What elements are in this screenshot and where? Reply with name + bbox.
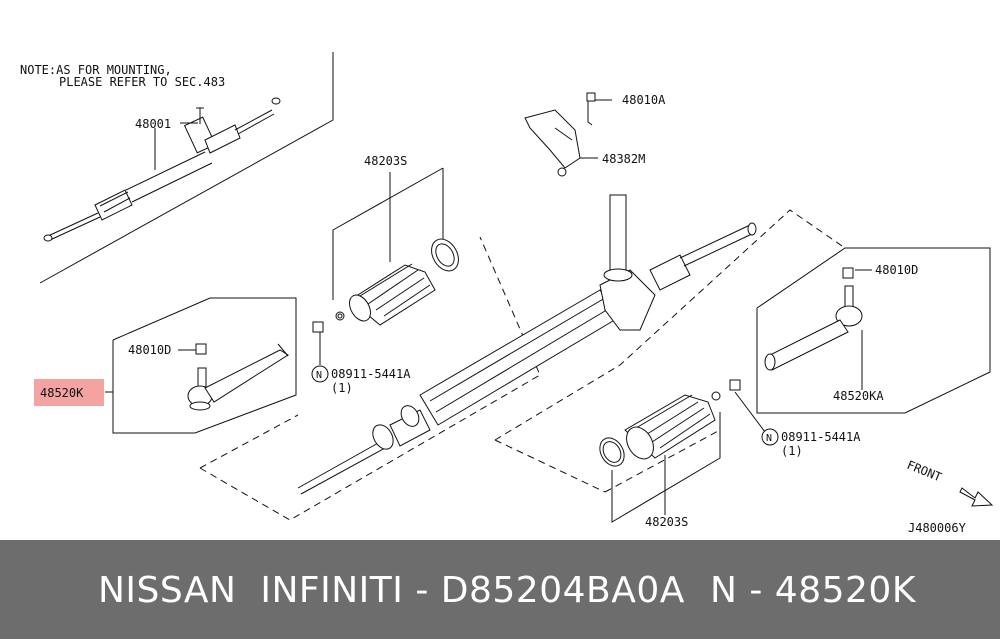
tie-rod-right-panel [756,247,991,414]
parts-diagram: NOTE:AS FOR MOUNTING, PLEASE REFER TO SE… [20,52,994,535]
diagram-code: J480006Y [908,521,967,535]
label-08911-right: 08911-5441A [781,430,861,444]
front-arrow-icon [959,487,994,507]
dashed-frame-bottom [494,209,846,441]
label-48203s-bottom: 48203S [645,515,688,529]
bellows-boot-top [349,238,459,326]
qty-left: (1) [331,381,353,395]
steering-rack-assembly [297,194,757,495]
nut-marker-left [311,365,329,383]
label-48203s-top: 48203S [364,154,407,168]
note-line-1: NOTE:AS FOR MOUNTING, [20,63,172,77]
label-48520ka: 48520KA [833,389,884,403]
label-48010a: 48010A [622,93,666,107]
label-48010d-left: 48010D [128,343,171,357]
footer-brand-line: NISSAN INFINITI - D85204BA0A [98,570,685,611]
label-08911-left: 08911-5441A [331,367,411,381]
footer-part-number: N - 48520K [710,570,916,611]
label-48010d-right: 48010D [875,263,918,277]
steering-assembly-overview [43,97,281,242]
note-line-2: PLEASE REFER TO SEC.483 [59,75,225,89]
boot-top-bracket [332,167,444,300]
bellows-boot-bottom [599,394,716,467]
tie-rod-right [764,267,863,371]
dashed-frame-top [199,236,541,521]
nut-marker-right [761,428,779,446]
label-48001: 48001 [135,117,171,131]
tie-rod-left [187,343,289,411]
assembly-panel-outline [39,52,334,284]
qty-right: (1) [781,444,803,458]
mounting-bracket [524,109,581,177]
label-48382m: 48382M [602,152,645,166]
tie-rod-left-panel [112,297,297,434]
footer-bar: NISSAN INFINITI - D85204BA0A N - 48520K [0,540,1000,639]
nut-marker-left-letter: N [316,370,322,381]
front-label: FRONT [905,458,944,485]
nut-marker-right-letter: N [766,433,772,444]
highlight-48520k [34,379,104,406]
label-48520k: 48520K [40,386,84,400]
